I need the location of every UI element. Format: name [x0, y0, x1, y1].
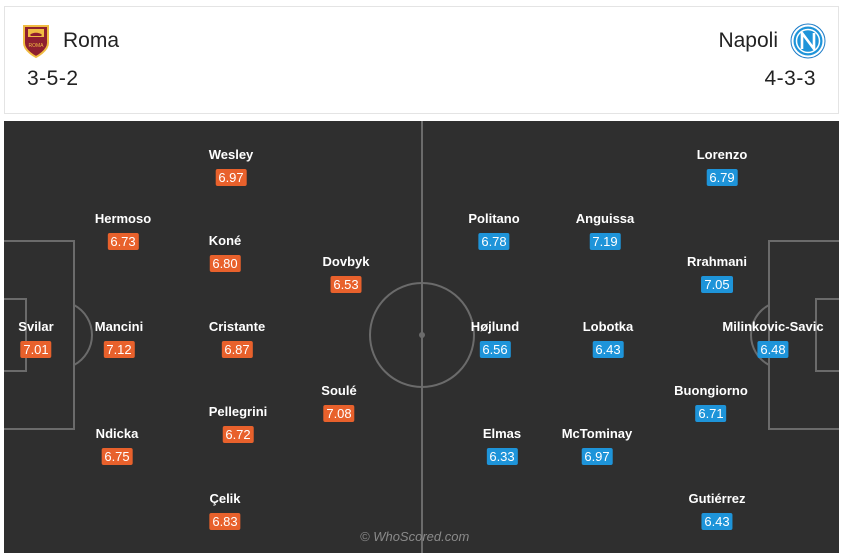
player-name: Pellegrini — [208, 404, 268, 419]
away-team[interactable]: Napoli — [718, 23, 826, 59]
away-player[interactable]: Politano 6.78 — [468, 211, 520, 250]
player-rating: 6.83 — [209, 513, 241, 530]
player-name: McTominay — [561, 426, 633, 441]
player-rating: 7.01 — [20, 341, 52, 358]
home-player[interactable]: Koné 6.80 — [208, 233, 242, 272]
player-name: Lobotka — [582, 319, 634, 334]
player-rating: 6.53 — [330, 276, 362, 293]
pitch: Svilar 7.01 Hermoso 6.73 Mancini 7.12 Nd… — [4, 121, 839, 553]
away-player[interactable]: Elmas 6.33 — [483, 426, 521, 465]
player-name: Rrahmani — [687, 254, 747, 269]
player-name: Gutiérrez — [688, 491, 746, 506]
home-player[interactable]: Soulé 7.08 — [321, 383, 357, 422]
away-player[interactable]: Anguissa 7.19 — [575, 211, 635, 250]
player-rating: 6.56 — [479, 341, 511, 358]
player-rating: 6.78 — [478, 233, 510, 250]
player-rating: 6.43 — [592, 341, 624, 358]
player-name: Hermoso — [94, 211, 152, 226]
svg-text:ROMA: ROMA — [29, 43, 45, 49]
player-rating: 6.72 — [222, 426, 254, 443]
player-name: Cristante — [208, 319, 266, 334]
home-player[interactable]: Cristante 6.87 — [209, 319, 265, 358]
player-rating: 7.05 — [701, 276, 733, 293]
away-formation: 4-3-3 — [764, 67, 816, 90]
home-player[interactable]: Dovbyk 6.53 — [322, 254, 370, 293]
player-rating: 6.48 — [757, 341, 789, 358]
player-name: Anguissa — [575, 211, 635, 226]
home-player[interactable]: Svilar 7.01 — [18, 319, 54, 358]
whoscored-watermark: © WhoScored.com — [360, 529, 470, 544]
player-rating: 6.97 — [581, 448, 613, 465]
match-header: ROMA Roma 3-5-2 Napoli 4-3-3 — [4, 6, 839, 114]
home-player[interactable]: Wesley 6.97 — [208, 147, 254, 186]
away-player[interactable]: Buongiorno 6.71 — [674, 383, 748, 422]
player-rating: 6.97 — [215, 169, 247, 186]
player-rating: 6.75 — [101, 448, 133, 465]
home-team[interactable]: ROMA Roma — [21, 23, 119, 59]
player-name: Soulé — [321, 383, 357, 398]
away-player[interactable]: Gutiérrez 6.43 — [688, 491, 746, 530]
away-player[interactable]: Rrahmani 7.05 — [687, 254, 747, 293]
player-rating: 6.33 — [486, 448, 518, 465]
player-name: Dovbyk — [322, 254, 370, 269]
player-rating: 6.79 — [706, 169, 738, 186]
player-name: Elmas — [482, 426, 522, 441]
player-rating: 6.87 — [221, 341, 253, 358]
away-team-name: Napoli — [718, 29, 778, 52]
home-player[interactable]: Pellegrini 6.72 — [208, 404, 268, 443]
player-name: Svilar — [18, 319, 54, 334]
player-name: Politano — [468, 211, 520, 226]
napoli-crest-icon — [790, 23, 826, 59]
player-rating: 7.08 — [323, 405, 355, 422]
player-name: Højlund — [470, 319, 520, 334]
player-name: Buongiorno — [674, 383, 748, 398]
player-rating: 6.80 — [209, 255, 241, 272]
player-name: Wesley — [208, 147, 254, 162]
player-name: Koné — [208, 233, 242, 248]
player-rating: 6.73 — [107, 233, 139, 250]
player-rating: 7.19 — [589, 233, 621, 250]
home-player[interactable]: Ndicka 6.75 — [95, 426, 139, 465]
home-player[interactable]: Mancini 7.12 — [95, 319, 143, 358]
player-name: Ndicka — [95, 426, 139, 441]
away-player[interactable]: Højlund 6.56 — [471, 319, 519, 358]
home-formation: 3-5-2 — [27, 67, 79, 90]
home-team-name: Roma — [63, 29, 120, 52]
home-player[interactable]: Çelik 6.83 — [209, 491, 241, 530]
player-name: Milinkovic-Savic — [722, 319, 824, 334]
player-rating: 7.12 — [103, 341, 135, 358]
player-name: Lorenzo — [696, 147, 748, 162]
player-name: Mancini — [94, 319, 144, 334]
pitch-lines — [4, 121, 839, 553]
away-player[interactable]: Lobotka 6.43 — [582, 319, 634, 358]
roma-crest-icon: ROMA — [23, 25, 49, 59]
player-rating: 6.43 — [701, 513, 733, 530]
away-player[interactable]: McTominay 6.97 — [561, 426, 633, 465]
player-name: Çelik — [209, 491, 241, 506]
player-rating: 6.71 — [695, 405, 727, 422]
home-player[interactable]: Hermoso 6.73 — [95, 211, 151, 250]
away-player[interactable]: Lorenzo 6.79 — [696, 147, 748, 186]
away-player[interactable]: Milinkovic-Savic 6.48 — [722, 319, 824, 358]
